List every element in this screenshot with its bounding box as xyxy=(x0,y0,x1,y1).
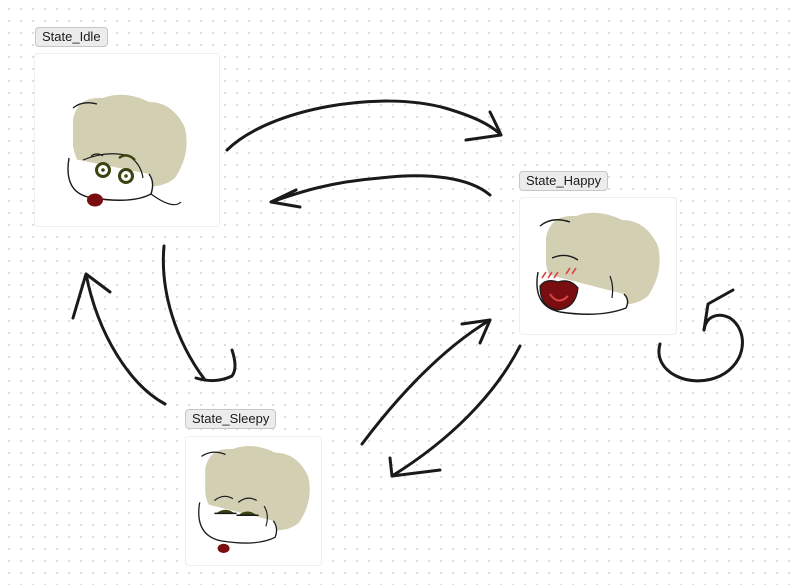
arrow-sleepy-to-idle[interactable] xyxy=(71,272,167,406)
sleepy-character-image xyxy=(198,446,310,553)
arrow-happy-to-sleepy[interactable] xyxy=(388,344,522,478)
idle-character-image xyxy=(67,94,187,207)
state-sleepy-label[interactable]: State_Sleepy xyxy=(185,409,277,429)
arrow-idle-to-happy[interactable] xyxy=(225,99,503,152)
state-sleepy-card[interactable] xyxy=(185,436,322,566)
state-idle-label[interactable]: State_Idle xyxy=(35,27,108,47)
arrow-happy-to-idle[interactable] xyxy=(269,174,492,209)
arrow-sleepy-to-happy[interactable] xyxy=(360,318,492,446)
happy-character-image xyxy=(536,212,660,315)
state-happy-label[interactable]: State_Happy xyxy=(519,171,609,191)
arrow-idle-to-sleepy[interactable] xyxy=(161,244,237,383)
state-idle-card[interactable] xyxy=(34,53,220,227)
state-happy-card[interactable] xyxy=(519,197,677,335)
arrow-happy-self-loop[interactable] xyxy=(657,288,744,383)
